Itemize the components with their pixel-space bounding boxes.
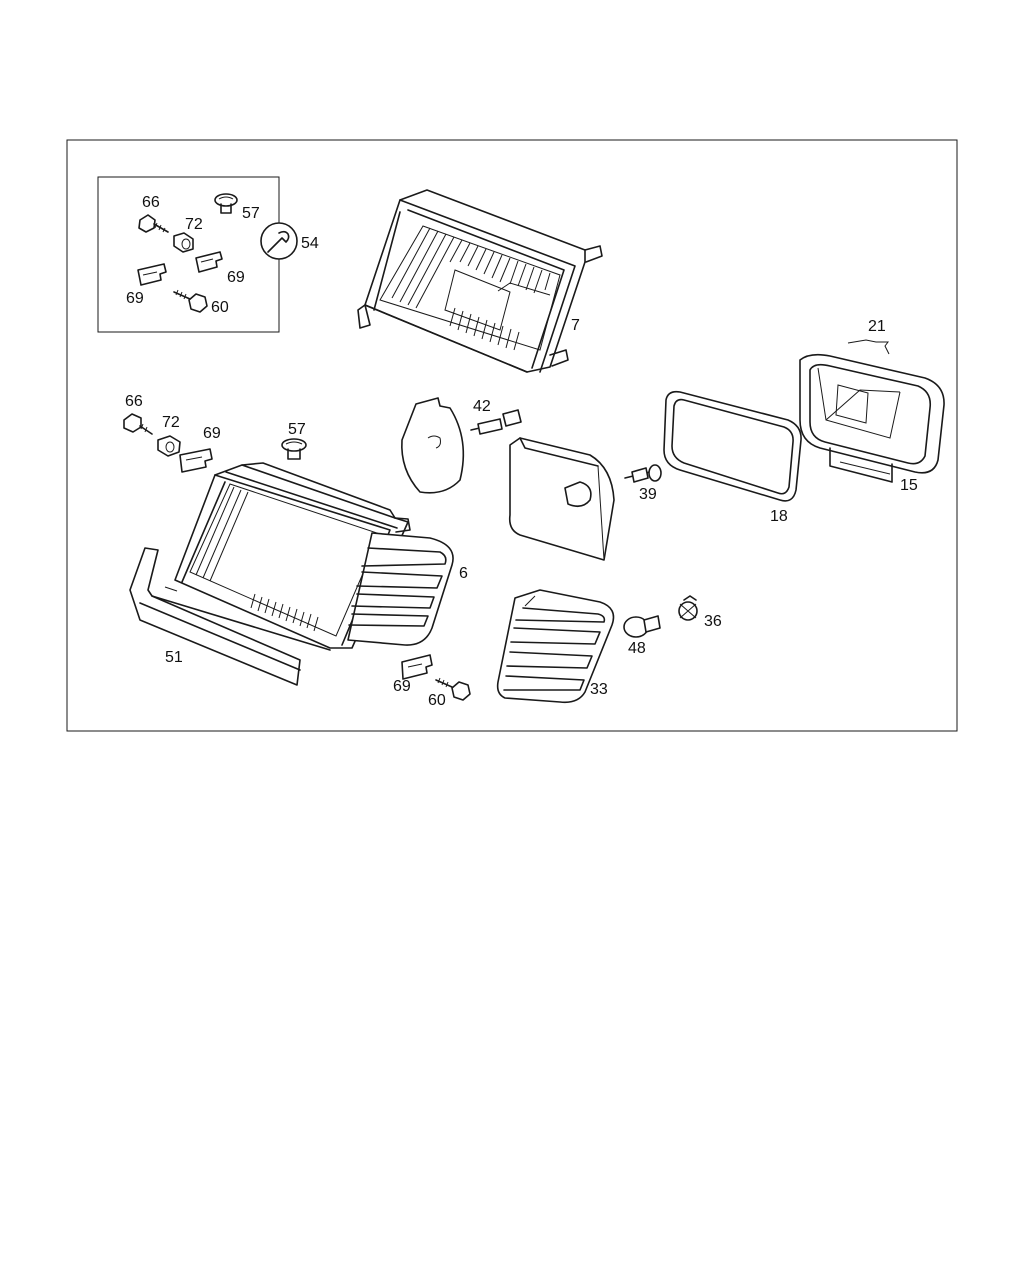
bracket-51: [129, 547, 331, 686]
headlamp-assembly-7: [357, 189, 603, 373]
bulb-39: [624, 464, 662, 483]
inset-nut-57: [214, 193, 238, 214]
callout-labels: 66 57 72 54 69 69 60 7 21 66 72 69 57 42…: [125, 194, 918, 709]
shield-cover: [401, 397, 465, 494]
diagram-frame: [66, 139, 958, 732]
callout-inset-72: 72: [185, 216, 203, 233]
inset-wrench-symbol-54: [260, 222, 298, 260]
wire-21: [847, 339, 890, 355]
screw-66: [123, 413, 153, 435]
callout-bulb-42: 42: [473, 398, 491, 415]
callout-gasket-18: 18: [770, 508, 788, 525]
reflector-housing: [508, 437, 615, 561]
indicator-lens-33: [496, 589, 615, 704]
inset-screw-66: [138, 214, 169, 233]
callout-inset-69-left: 69: [126, 290, 144, 307]
callout-bracket-51: 51: [165, 649, 183, 666]
socket-36: [678, 595, 698, 621]
callout-inset-69-right: 69: [227, 269, 245, 286]
callout-clip-69: 69: [203, 425, 221, 442]
callout-inset-57: 57: [242, 205, 260, 222]
inset-rubber-72: [173, 232, 194, 253]
bulb-42: [470, 409, 522, 435]
inset-clip-69-left: [137, 263, 167, 286]
clip-69-lower: [401, 654, 433, 680]
callout-headlamp-7: 7: [571, 317, 580, 334]
callout-bulb-39: 39: [639, 486, 657, 503]
inset-kit-box: [97, 176, 298, 333]
callout-inset-66: 66: [142, 194, 160, 211]
screw-60-lower: [435, 677, 471, 701]
callout-nut-57: 57: [288, 421, 306, 438]
rubber-mount-72: [157, 435, 181, 457]
callout-socket-36: 36: [704, 613, 722, 630]
callout-screw-60-lower: 60: [428, 692, 446, 709]
callout-screw-66: 66: [125, 393, 143, 410]
callout-lens-33: 33: [590, 681, 608, 698]
callout-cap-6: 6: [459, 565, 468, 582]
inset-screw-60: [173, 289, 208, 313]
housing-frame-15: [799, 353, 945, 483]
callout-wire-21: 21: [868, 318, 886, 335]
callout-inset-54: 54: [301, 235, 319, 252]
nut-57: [281, 438, 307, 460]
callout-housing-15: 15: [900, 477, 918, 494]
clip-69: [179, 448, 213, 473]
callout-clip-69-lower: 69: [393, 678, 411, 695]
callout-inset-60: 60: [211, 299, 229, 316]
headlamp-lens-6: [174, 462, 454, 649]
gasket-ring-18: [663, 390, 802, 502]
callout-rubber-72: 72: [162, 414, 180, 431]
inset-clip-69-right: [195, 251, 223, 273]
bulb-48: [623, 615, 661, 638]
callout-bulb-48: 48: [628, 640, 646, 657]
